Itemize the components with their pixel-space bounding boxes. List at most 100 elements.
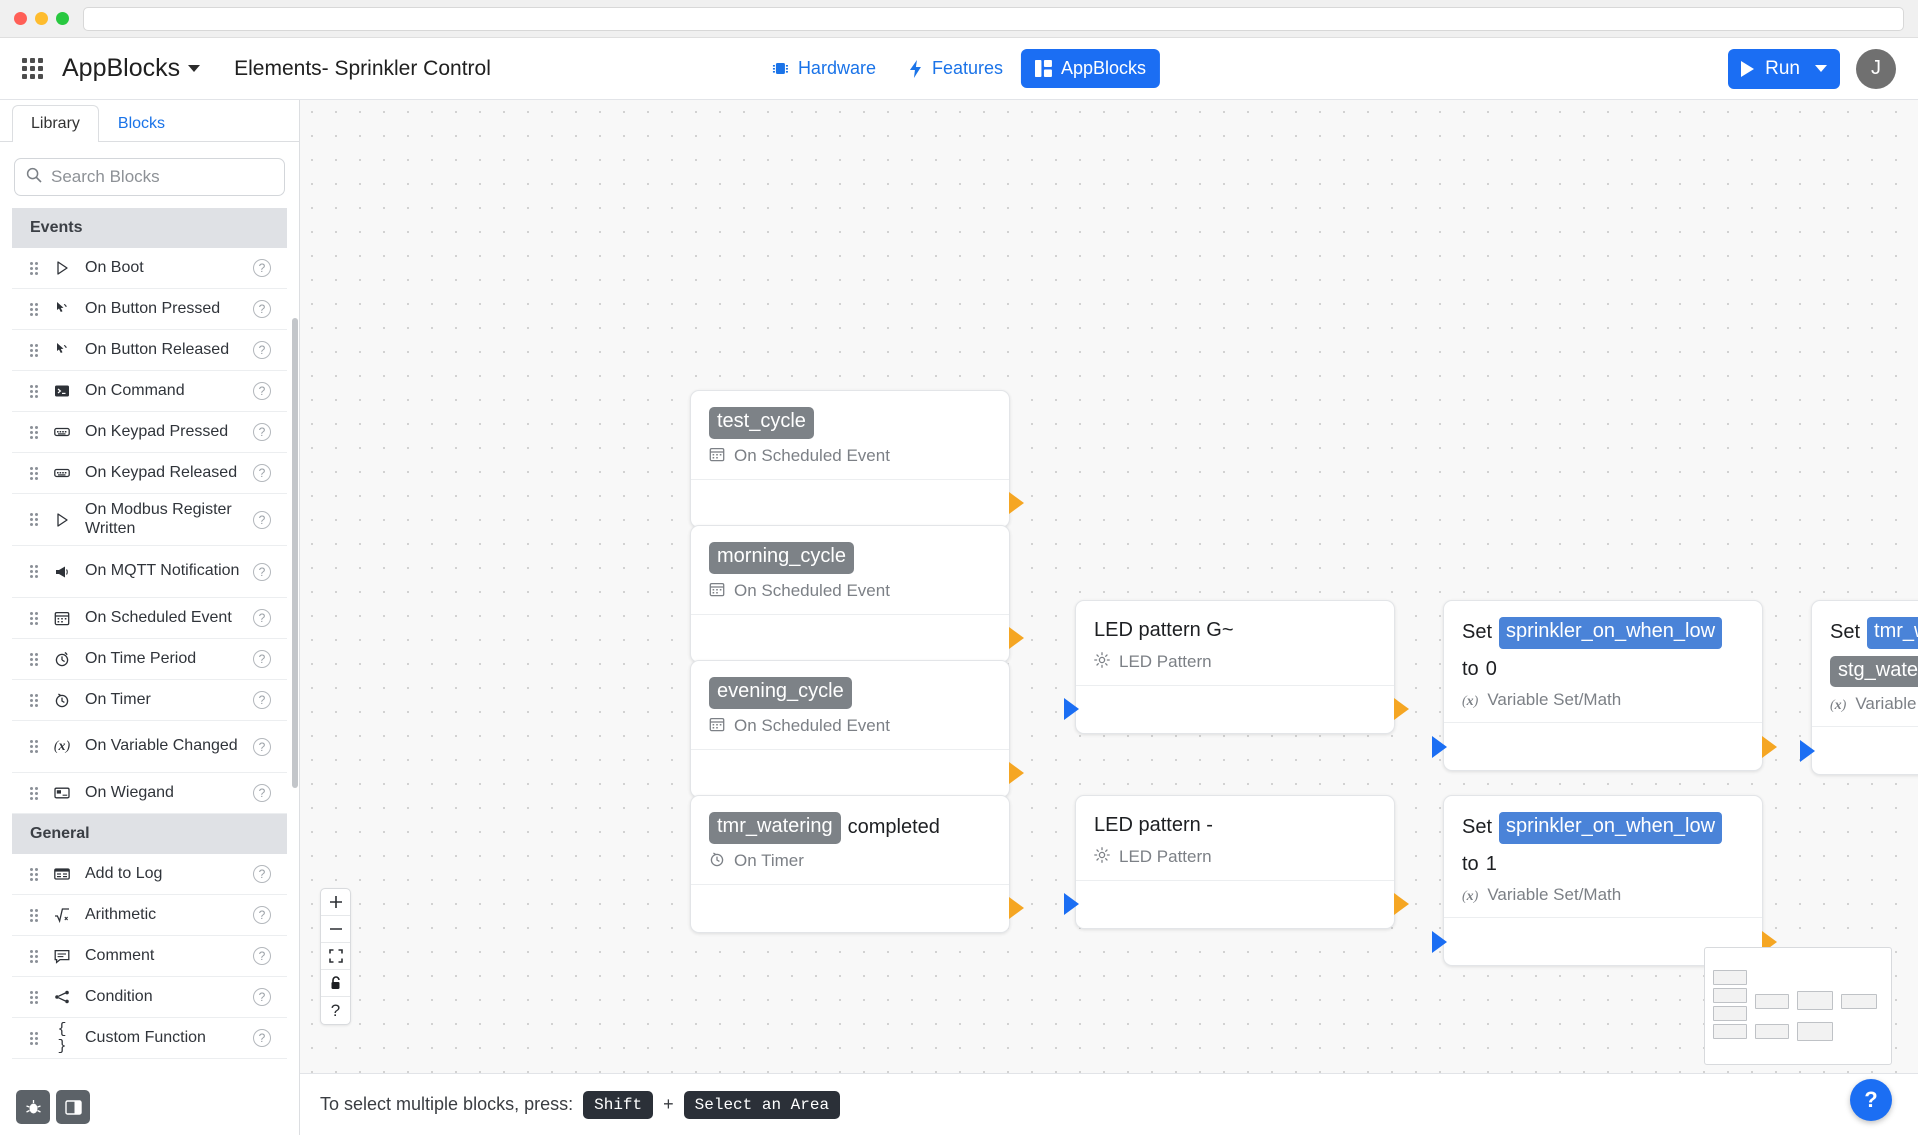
help-icon[interactable]: ? — [253, 906, 271, 924]
input-port[interactable] — [1432, 930, 1447, 953]
output-port[interactable] — [1394, 698, 1409, 721]
drag-handle-icon[interactable] — [30, 466, 39, 480]
tab-library[interactable]: Library — [12, 105, 99, 142]
output-port[interactable] — [1009, 492, 1024, 515]
library-block-condition[interactable]: Condition? — [12, 977, 287, 1018]
library-block-on-keypad-released[interactable]: On Keypad Released? — [12, 453, 287, 494]
library-block-comment[interactable]: Comment? — [12, 936, 287, 977]
help-icon[interactable]: ? — [253, 510, 271, 529]
maximize-window-icon[interactable] — [56, 12, 69, 25]
library-block-on-time-period[interactable]: On Time Period? — [12, 639, 287, 680]
library-block-arithmetic[interactable]: Arithmetic? — [12, 895, 287, 936]
help-icon[interactable]: ? — [253, 737, 271, 756]
block-node-led-pattern-dash[interactable]: LED pattern -LED Pattern — [1064, 795, 1409, 929]
drag-handle-icon[interactable] — [30, 513, 39, 526]
library-block-on-scheduled-event[interactable]: On Scheduled Event? — [12, 598, 287, 639]
drag-handle-icon[interactable] — [30, 302, 39, 316]
drag-handle-icon[interactable] — [30, 786, 39, 800]
debug-icon[interactable] — [16, 1090, 50, 1124]
library-block-on-command[interactable]: On Command? — [12, 371, 287, 412]
library-block-on-button-released[interactable]: On Button Released? — [12, 330, 287, 371]
lock-button[interactable] — [321, 970, 350, 997]
drag-handle-icon[interactable] — [30, 425, 39, 439]
input-port[interactable] — [1064, 893, 1079, 916]
browser-url-bar[interactable] — [83, 6, 1904, 31]
help-icon[interactable]: ? — [253, 609, 271, 627]
help-icon[interactable]: ? — [253, 1029, 271, 1047]
avatar[interactable]: J — [1856, 48, 1896, 89]
help-fab-button[interactable]: ? — [1850, 1079, 1892, 1121]
run-dropdown-chevron-icon[interactable] — [1815, 65, 1827, 72]
help-icon[interactable]: ? — [253, 691, 271, 709]
library-block-on-button-pressed[interactable]: On Button Pressed? — [12, 289, 287, 330]
block-node-led-pattern-g[interactable]: LED pattern G~LED Pattern — [1064, 600, 1409, 734]
run-button[interactable]: Run — [1728, 48, 1840, 89]
brand-menu[interactable]: AppBlocks — [62, 54, 201, 83]
output-port[interactable] — [1009, 762, 1024, 785]
input-port[interactable] — [1800, 739, 1815, 762]
help-icon[interactable]: ? — [253, 947, 271, 965]
close-window-icon[interactable] — [14, 12, 27, 25]
help-icon[interactable]: ? — [253, 988, 271, 1006]
help-icon[interactable]: ? — [253, 650, 271, 668]
drag-handle-icon[interactable] — [30, 740, 39, 753]
library-block-add-to-log[interactable]: Add to Log? — [12, 854, 287, 895]
library-block-on-timer[interactable]: On Timer? — [12, 680, 287, 721]
drag-handle-icon[interactable] — [30, 693, 39, 707]
drag-handle-icon[interactable] — [30, 1031, 39, 1045]
sidebar-scrollbar[interactable] — [292, 318, 298, 788]
minimize-window-icon[interactable] — [35, 12, 48, 25]
library-block-on-keypad-pressed[interactable]: On Keypad Pressed? — [12, 412, 287, 453]
drag-handle-icon[interactable] — [30, 867, 39, 881]
drag-handle-icon[interactable] — [30, 343, 39, 357]
help-icon[interactable]: ? — [253, 464, 271, 482]
output-port[interactable] — [1009, 627, 1024, 650]
zoom-in-button[interactable] — [321, 889, 350, 916]
output-port[interactable] — [1762, 735, 1777, 758]
library-block-on-variable-changed[interactable]: (x)On Variable Changed? — [12, 721, 287, 773]
library-block-on-mqtt-notification[interactable]: On MQTT Notification? — [12, 546, 287, 598]
help-icon[interactable]: ? — [253, 784, 271, 802]
tab-hardware[interactable]: Hardware — [758, 49, 890, 88]
drag-handle-icon[interactable] — [30, 990, 39, 1004]
search-box[interactable] — [14, 158, 285, 196]
drag-handle-icon[interactable] — [30, 949, 39, 963]
drag-handle-icon[interactable] — [30, 261, 39, 275]
drag-handle-icon[interactable] — [30, 908, 39, 922]
help-icon[interactable]: ? — [253, 382, 271, 400]
output-port[interactable] — [1394, 893, 1409, 916]
help-icon[interactable]: ? — [253, 562, 271, 581]
drag-handle-icon[interactable] — [30, 652, 39, 666]
library-block-on-boot[interactable]: On Boot? — [12, 248, 287, 289]
search-input[interactable] — [51, 167, 273, 187]
drag-handle-icon[interactable] — [30, 565, 39, 578]
help-icon[interactable]: ? — [253, 259, 271, 277]
library-block-on-wiegand[interactable]: On Wiegand? — [12, 773, 287, 814]
library-block-custom-function[interactable]: { }Custom Function? — [12, 1018, 287, 1059]
panel-icon[interactable] — [56, 1090, 90, 1124]
input-port[interactable] — [1432, 735, 1447, 758]
tab-features[interactable]: Features — [894, 49, 1017, 88]
fit-screen-button[interactable] — [321, 943, 350, 970]
library-block-on-modbus-register-written[interactable]: On Modbus Register Written? — [12, 494, 287, 546]
tab-appblocks[interactable]: AppBlocks — [1021, 49, 1161, 88]
tab-blocks[interactable]: Blocks — [117, 115, 166, 132]
help-icon[interactable]: ? — [253, 341, 271, 359]
output-port[interactable] — [1009, 897, 1024, 920]
help-icon[interactable]: ? — [253, 865, 271, 883]
block-node-set-tmr-watering[interactable]: Settmr_wateringtostg_watering_time(x)Var… — [1800, 600, 1918, 776]
drag-handle-icon[interactable] — [30, 611, 39, 625]
apps-grid-icon[interactable] — [22, 57, 44, 80]
zoom-out-button[interactable] — [321, 916, 350, 943]
help-icon[interactable]: ? — [253, 300, 271, 318]
drag-handle-icon[interactable] — [30, 384, 39, 398]
canvas-minimap[interactable] — [1704, 947, 1892, 1065]
